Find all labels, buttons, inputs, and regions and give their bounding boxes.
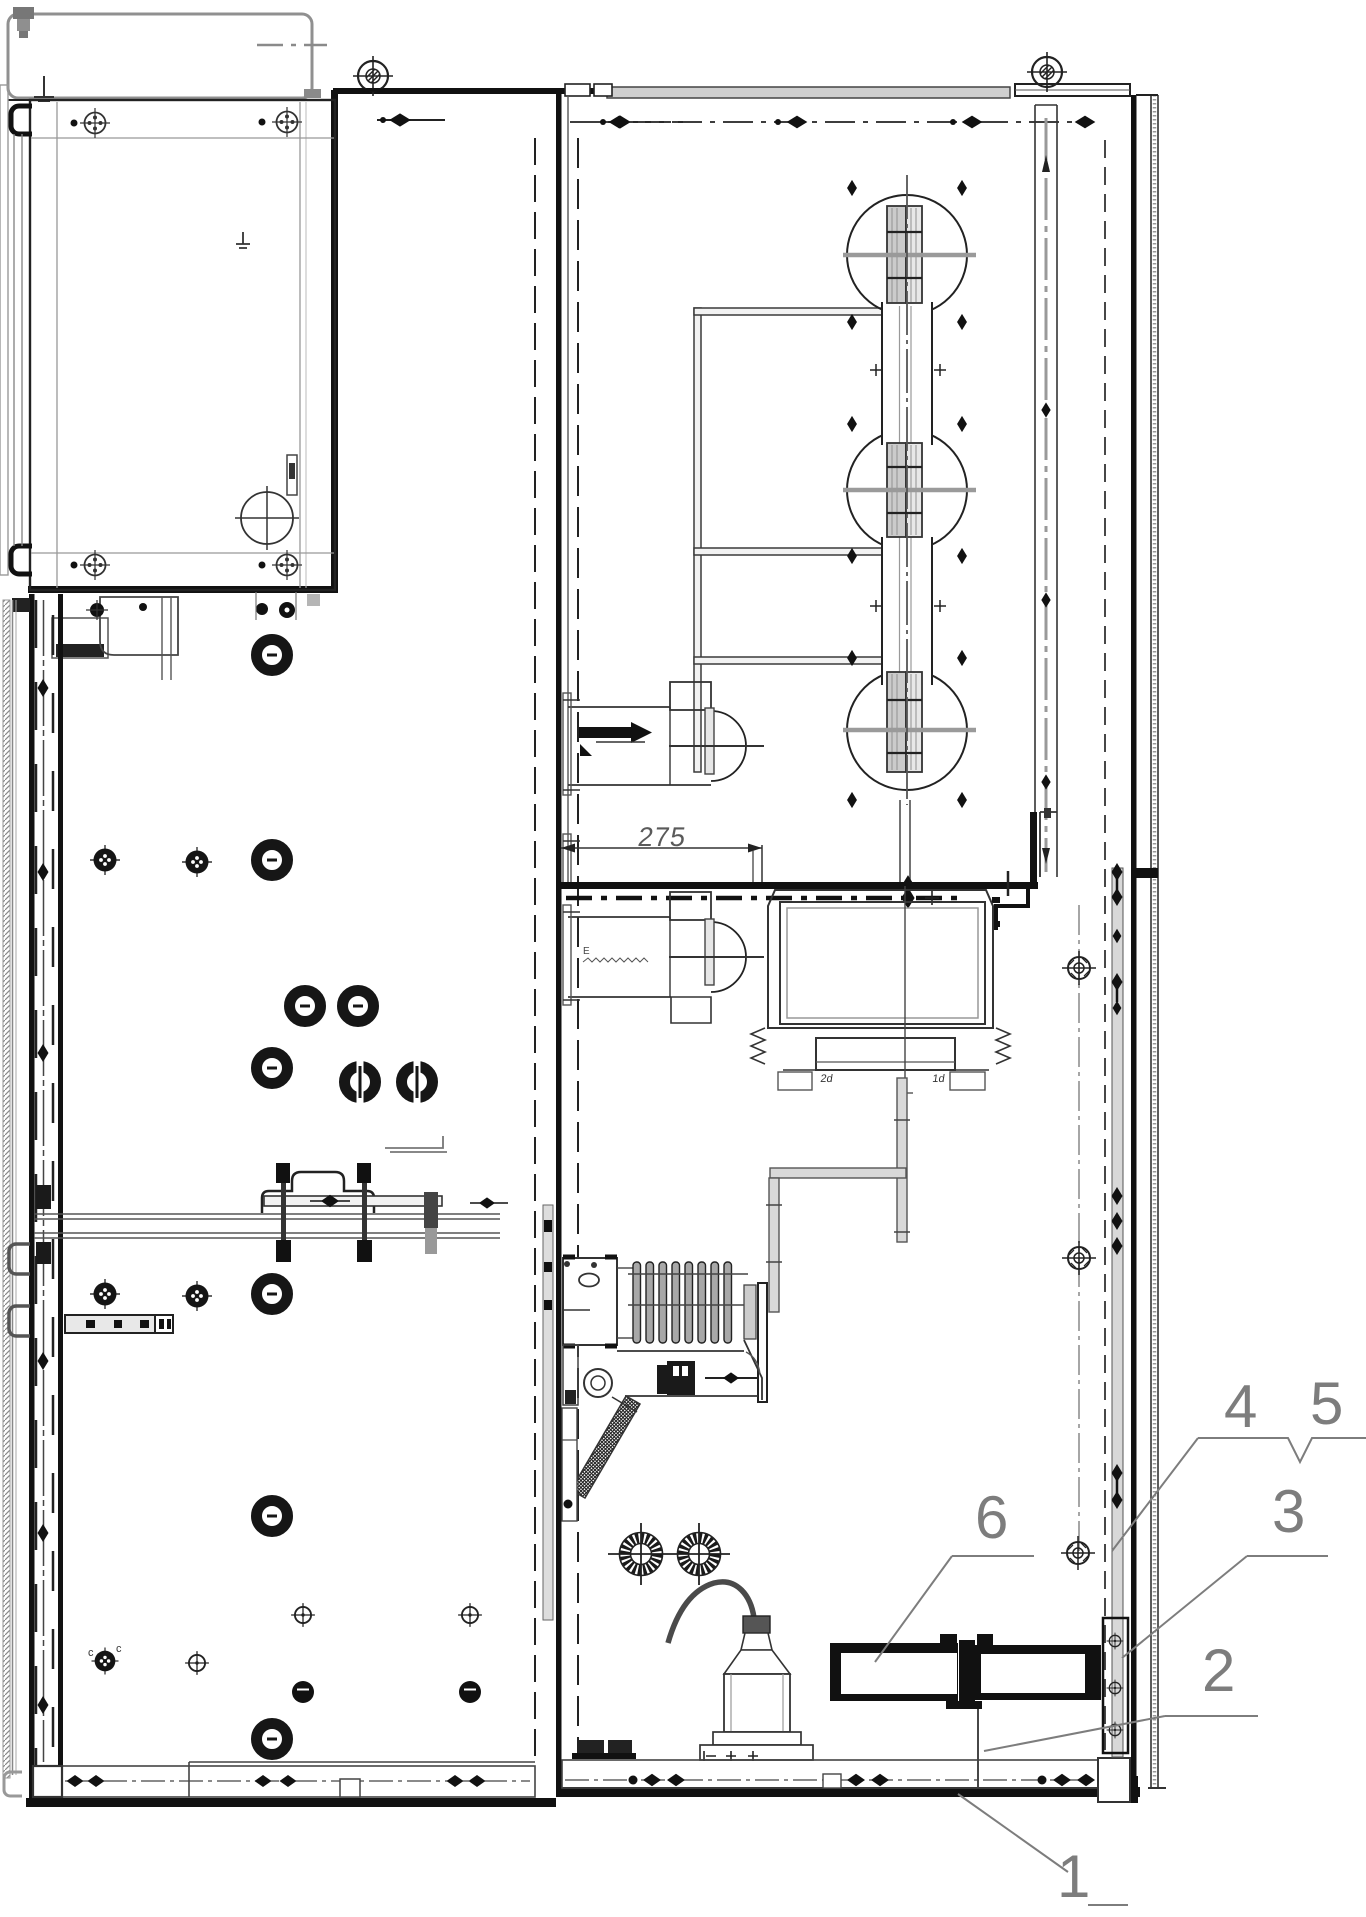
svg-text:6: 6 — [975, 1484, 1008, 1551]
svg-text:1d: 1d — [932, 1073, 946, 1085]
svg-text:2d: 2d — [820, 1073, 834, 1085]
svg-text:5: 5 — [1310, 1370, 1343, 1437]
svg-text:2: 2 — [1202, 1637, 1235, 1704]
svg-text:E: E — [583, 946, 590, 957]
svg-text:c: c — [116, 1643, 122, 1655]
svg-text:275: 275 — [636, 821, 688, 852]
svg-text:3: 3 — [1272, 1478, 1305, 1545]
svg-text:1: 1 — [1057, 1843, 1090, 1910]
svg-text:4: 4 — [1224, 1373, 1257, 1440]
svg-text:c: c — [88, 1647, 94, 1659]
